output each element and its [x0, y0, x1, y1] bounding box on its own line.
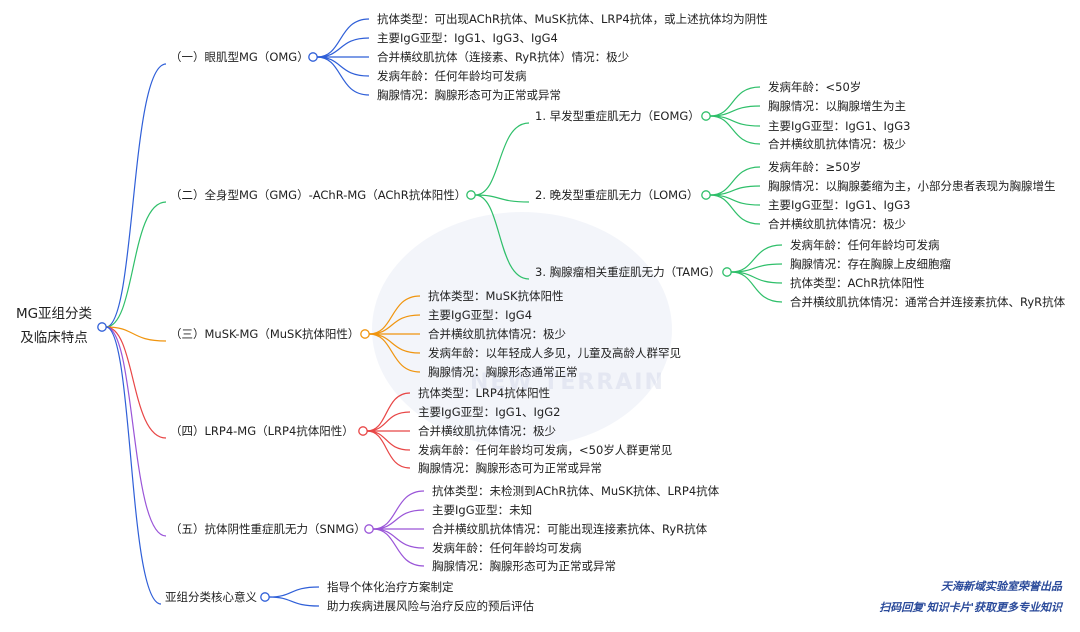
leaf-node: 胸腺情况：以胸腺萎缩为主，小部分患者表现为胸腺增生 — [768, 179, 1056, 193]
leaf-node: 抗体类型：未检测到AChR抗体、MuSK抗体、LRP4抗体 — [432, 484, 720, 498]
leaf-node: 发病年龄：任何年龄均可发病，<50岁人群更常见 — [418, 443, 673, 457]
leaf-connector — [709, 166, 761, 196]
leaf-connector — [366, 411, 411, 432]
sub-branch-node[interactable]: 2. 晚发型重症肌无力（LOMG） — [535, 188, 699, 202]
collapse-toggle[interactable] — [358, 426, 368, 436]
leaf-connector — [268, 596, 320, 607]
leaf-node: 助力疾病进展风险与治疗反应的预后评估 — [327, 599, 534, 613]
root-title-line2: 及临床特点 — [20, 330, 88, 346]
leaf-connector — [709, 115, 761, 145]
leaf-connector — [368, 333, 421, 354]
leaf-connector — [366, 430, 411, 469]
leaf-node: 主要IgG亚型：IgG1、IgG3 — [768, 198, 911, 212]
sub-branch-node[interactable]: 1. 早发型重症肌无力（EOMG） — [535, 109, 700, 123]
branch-node[interactable]: 亚组分类核心意义 — [165, 590, 257, 604]
watermark-text: NEW TERRAIN — [470, 370, 665, 395]
leaf-connector — [372, 528, 425, 549]
collapse-toggle[interactable] — [466, 190, 476, 200]
leaf-node: 胸腺情况：以胸腺增生为主 — [768, 99, 906, 113]
collapse-toggle[interactable] — [722, 267, 732, 277]
branch-connector — [105, 326, 167, 439]
root-node[interactable]: MG亚组分类 及临床特点 — [12, 302, 96, 350]
leaf-node: 指导个体化治疗方案制定 — [327, 580, 454, 594]
leaf-node: 合并横纹肌抗体情况：极少 — [768, 217, 906, 231]
leaf-connector — [268, 586, 320, 598]
collapse-toggle[interactable] — [360, 329, 370, 339]
leaf-node: 发病年龄：<50岁 — [768, 80, 862, 94]
branch-connector — [105, 326, 167, 537]
leaf-node: 抗体类型：可出现AChR抗体、MuSK抗体、LRP4抗体，或上述抗体均为阴性 — [377, 12, 768, 26]
collapse-toggle[interactable] — [308, 52, 318, 62]
leaf-connector — [316, 37, 370, 58]
branch-node[interactable]: （四）LRP4-MG（LRP4抗体阳性） — [170, 424, 354, 438]
collapse-toggle[interactable] — [701, 190, 711, 200]
collapse-toggle[interactable] — [260, 592, 270, 602]
branch-node[interactable]: （二）全身型MG（GMG）-AChR-MG（AChR抗体阳性） — [170, 188, 467, 202]
leaf-node: 合并横纹肌抗体情况：极少 — [418, 424, 556, 438]
collapse-toggle[interactable] — [701, 111, 711, 121]
leaf-node: 主要IgG亚型：IgG4 — [428, 308, 533, 322]
leaf-node: 合并横纹肌抗体情况：通常合并连接素抗体、RyR抗体 — [790, 295, 1066, 309]
leaf-node: 发病年龄：任何年龄均可发病 — [432, 541, 582, 555]
credit-line2: 扫码回复'知识卡片'获取更多专业知识 — [879, 601, 1062, 614]
sub-branch-node[interactable]: 3. 胸腺瘤相关重症肌无力（TAMG） — [535, 265, 721, 279]
leaf-connector — [368, 314, 421, 335]
leaf-connector — [372, 528, 425, 567]
leaf-node: 胸腺情况：胸腺形态可为正常或异常 — [432, 559, 616, 573]
leaf-connector — [368, 333, 421, 373]
root-title-line1: MG亚组分类 — [15, 306, 93, 322]
leaf-node: 合并横纹肌抗体情况：可能出现连接素抗体、RyR抗体 — [432, 522, 708, 536]
leaf-node: 胸腺情况：胸腺形态通常正常 — [428, 365, 578, 379]
leaf-node: 合并横纹肌抗体情况：极少 — [428, 327, 566, 341]
collapse-toggle[interactable] — [364, 524, 374, 534]
root-toggle[interactable] — [97, 322, 107, 332]
leaf-node: 发病年龄：任何年龄均可发病 — [377, 69, 527, 83]
leaf-node: 合并横纹肌抗体情况：极少 — [768, 137, 906, 151]
branch-node[interactable]: （五）抗体阴性重症肌无力（SNMG） — [170, 522, 366, 536]
leaf-node: 胸腺情况：存在胸腺上皮细胞瘤 — [790, 257, 951, 271]
leaf-node: 发病年龄：以年轻成人多见，儿童及高龄人群罕见 — [428, 346, 681, 360]
leaf-node: 抗体类型：LRP4抗体阳性 — [418, 386, 551, 400]
watermark-logo — [372, 212, 672, 447]
leaf-connector — [372, 509, 425, 530]
leaf-node: 合并横纹肌抗体（连接素、RyR抗体）情况：极少 — [377, 50, 630, 64]
branch-node[interactable]: （一）眼肌型MG（OMG） — [170, 50, 309, 64]
leaf-node: 发病年龄：任何年龄均可发病 — [790, 238, 940, 252]
leaf-connector — [709, 194, 761, 225]
leaf-connector — [730, 271, 783, 303]
sub-branch-connector — [474, 194, 530, 280]
branch-connector — [105, 201, 167, 328]
leaf-node: 发病年龄：≥50岁 — [768, 160, 862, 174]
sub-branch-connector — [474, 122, 530, 196]
leaf-node: 主要IgG亚型：IgG1、IgG3、IgG4 — [377, 31, 558, 45]
leaf-connector — [709, 86, 761, 117]
leaf-node: 抗体类型：MuSK抗体阳性 — [428, 289, 564, 303]
leaf-connector — [316, 56, 370, 96]
branch-connector — [105, 326, 162, 605]
credit-line1: 天海新域实验室荣誉出品 — [941, 580, 1062, 593]
leaf-node: 抗体类型：AChR抗体阳性 — [790, 276, 925, 290]
leaf-node: 胸腺情况：胸腺形态可为正常或异常 — [377, 88, 561, 102]
branch-connector — [105, 63, 167, 328]
leaf-connector — [366, 430, 411, 451]
leaf-node: 主要IgG亚型：IgG1、IgG2 — [418, 405, 561, 419]
leaf-node: 胸腺情况：胸腺形态可为正常或异常 — [418, 461, 602, 475]
sub-branch-connector — [474, 194, 530, 203]
branch-node[interactable]: （三）MuSK-MG（MuSK抗体阳性） — [170, 327, 360, 341]
leaf-connector — [316, 56, 370, 77]
leaf-node: 主要IgG亚型：未知 — [432, 503, 533, 517]
leaf-node: 主要IgG亚型：IgG1、IgG3 — [768, 119, 911, 133]
branch-connector — [105, 326, 167, 342]
